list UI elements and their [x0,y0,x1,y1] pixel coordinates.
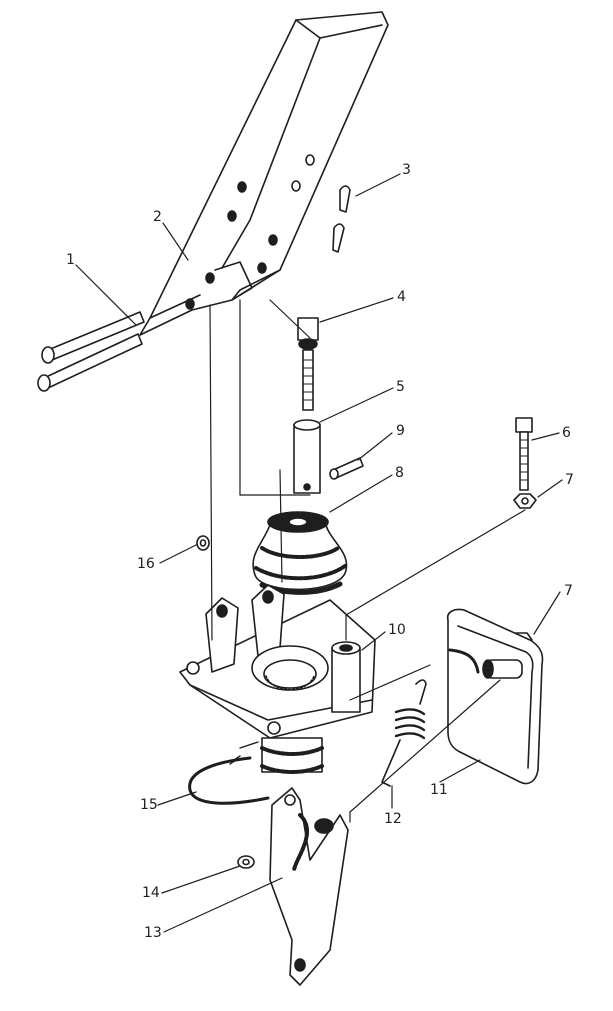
part-8-rubber-boot [252,511,348,595]
part-13-lever-arm [269,787,349,986]
callout-15: 15 [140,797,158,813]
callout-8: 8 [395,465,404,481]
callout-leaders [75,173,563,933]
part-5-sleeve [293,419,321,494]
part-2-pedal-lever [139,11,389,336]
callout-16: 16 [137,556,155,572]
part-12-spring [381,679,427,787]
part-16-washer [196,535,210,551]
callout-14: 14 [142,885,160,901]
callout-7-upper: 7 [565,472,574,488]
callout-5: 5 [396,379,405,395]
callout-2: 2 [153,209,162,225]
part-4-clevis-rod [297,317,319,411]
part-11-cover-plate [446,608,544,785]
part-3-cotter-pins [332,185,351,253]
callout-13: 13 [144,925,162,941]
part-6-bolt [515,417,533,491]
part-9-pin [329,457,364,480]
part-15-u-bolt [188,741,270,805]
part-10-post [331,641,361,713]
housing-mounting-plate [179,584,376,739]
callout-11: 11 [430,782,448,798]
callout-10: 10 [388,622,406,638]
part-1-pins [37,311,145,392]
callout-1: 1 [66,252,75,268]
assembly-center-lines [209,299,526,823]
callout-7-lower: 7 [564,583,573,599]
callout-4: 4 [397,289,406,305]
part-7-nut-upper [513,493,537,509]
part-14-washer [237,855,255,869]
callout-3: 3 [402,162,411,178]
lower-shaft [260,737,324,774]
callout-12: 12 [384,811,402,827]
callout-6: 6 [562,425,571,441]
callout-9: 9 [396,423,405,439]
